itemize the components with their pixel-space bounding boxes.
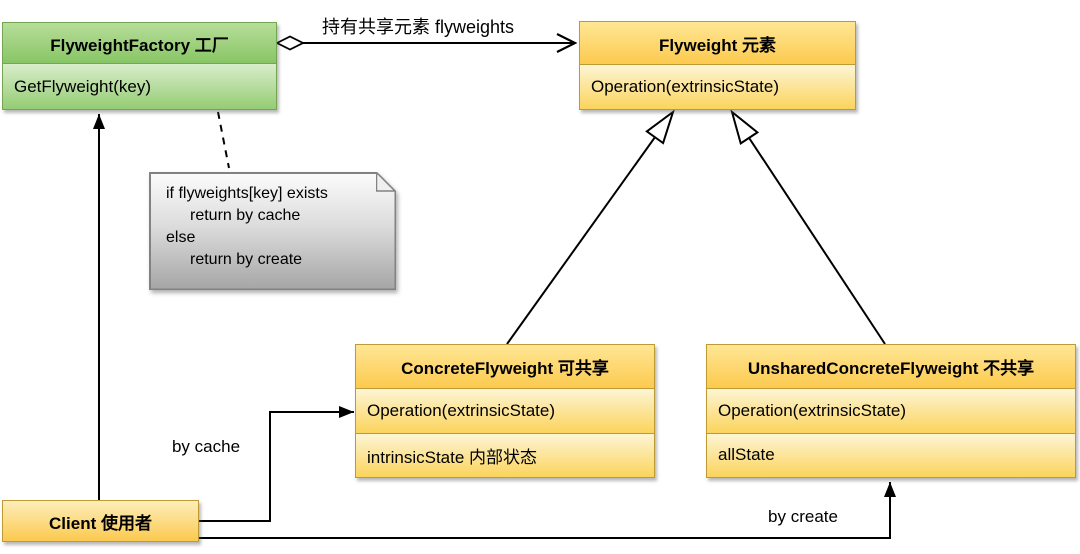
unsharedconcreteflyweight-member-allstate: allState [707, 432, 1075, 477]
client-class-box: Client 使用者 [2, 500, 199, 542]
concreteflyweight-member-operation: Operation(extrinsicState) [356, 389, 654, 433]
unsharedconcreteflyweight-member-operation: Operation(extrinsicState) [707, 389, 1075, 433]
inheritance-edge-unshared-to-flyweight [732, 112, 886, 345]
note-paper [149, 172, 396, 290]
unsharedconcreteflyweight-class-box: UnsharedConcreteFlyweight 不共享 Operation(… [706, 344, 1076, 478]
note-text: if flyweights[key] exists return by cach… [166, 183, 392, 271]
concreteflyweight-member-intrinsicstate: intrinsicState 内部状态 [356, 432, 654, 477]
note-line: return by cache [190, 207, 301, 224]
flyweightfactory-class-box: FlyweightFactory 工厂 GetFlyweight(key) [2, 22, 277, 110]
flyweightfactory-member-getflyweight: GetFlyweight(key) [3, 64, 276, 109]
concreteflyweight-class-box: ConcreteFlyweight 可共享 Operation(extrinsi… [355, 344, 655, 478]
note-line: if flyweights[key] exists [166, 185, 328, 202]
inheritance-edge-concrete-to-flyweight [506, 112, 673, 345]
note-line: else [166, 229, 196, 246]
note-line: return by create [190, 251, 303, 268]
flyweight-member-operation: Operation(extrinsicState) [580, 65, 855, 109]
by-create-edge-label: by create [766, 507, 840, 527]
note-dashed-link [217, 111, 230, 169]
pseudocode-note: if flyweights[key] exists return by cach… [149, 172, 396, 290]
flyweightfactory-class-title: FlyweightFactory 工厂 [3, 23, 276, 64]
note-folded-corner-icon [376, 172, 396, 192]
concreteflyweight-class-title: ConcreteFlyweight 可共享 [356, 345, 654, 389]
unsharedconcreteflyweight-class-title: UnsharedConcreteFlyweight 不共享 [707, 345, 1075, 389]
by-create-edge-client-to-unshared [199, 482, 896, 539]
by-cache-edge-client-to-concrete [199, 406, 354, 522]
flyweight-class-title: Flyweight 元素 [580, 22, 855, 65]
by-cache-edge-label: by cache [169, 437, 243, 457]
aggregation-edge-label: 持有共享元素 flyweights [319, 13, 517, 39]
client-class-title: Client 使用者 [49, 513, 152, 533]
flyweight-class-box: Flyweight 元素 Operation(extrinsicState) [579, 21, 856, 110]
